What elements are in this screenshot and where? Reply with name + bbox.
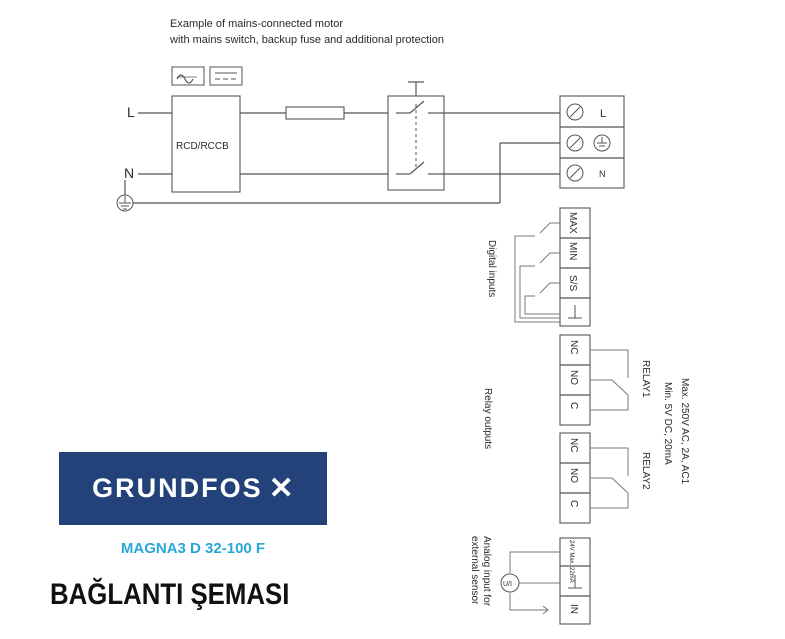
mains-switch bbox=[387, 81, 445, 191]
rcd-label: RCD/RCCB bbox=[176, 141, 229, 152]
dc-symbol-icon bbox=[209, 66, 243, 86]
rcd-box bbox=[171, 95, 241, 193]
caption-line1: Example of mains-connected motor bbox=[170, 18, 343, 30]
analog-input-label: Analog input for bbox=[481, 536, 492, 607]
relay1-block bbox=[559, 334, 629, 426]
relay1-c: C bbox=[568, 402, 579, 409]
sensor-icon bbox=[500, 573, 520, 593]
line-label-n: N bbox=[124, 165, 134, 181]
relay2-block bbox=[559, 432, 629, 524]
relay-outputs-label: Relay outputs bbox=[482, 388, 493, 449]
digital-inputs-block bbox=[559, 207, 591, 327]
analog-input-label2: external sensor bbox=[469, 536, 480, 605]
digital-input-wiring bbox=[514, 222, 560, 323]
model-name: MAGNA3 D 32-100 F bbox=[120, 540, 266, 557]
line-label-l: L bbox=[127, 104, 135, 120]
brand-mark-icon: ✕ bbox=[268, 472, 294, 505]
relay2-label: RELAY2 bbox=[640, 452, 651, 490]
terminal-max: MAX bbox=[567, 212, 578, 234]
ground-icon bbox=[116, 194, 134, 212]
terminal-label-n: N bbox=[599, 169, 606, 179]
mains-terminal-block bbox=[559, 95, 625, 189]
sensor-label: U/I bbox=[503, 581, 512, 588]
caption-line2: with mains switch, backup fuse and addit… bbox=[169, 34, 444, 46]
grundfos-logo: GRUNDFOS ✕ bbox=[59, 452, 327, 525]
page-heading: BAĞLANTI ŞEMASI bbox=[50, 578, 290, 611]
brand-name: GRUNDFOS bbox=[92, 473, 263, 503]
analog-input-block bbox=[509, 537, 591, 625]
relay1-label: RELAY1 bbox=[640, 360, 651, 398]
fuse bbox=[285, 106, 345, 120]
relay2-nc: NC bbox=[568, 438, 579, 452]
relay-rating-max: Max. 250V AC, 2A, AC1 bbox=[679, 378, 690, 485]
relay2-c: C bbox=[568, 500, 579, 507]
ground-symbol-icon bbox=[568, 305, 582, 319]
ac-symbol-icon bbox=[171, 66, 205, 86]
terminal-ss: S/S bbox=[567, 275, 578, 291]
digital-inputs-label: Digital inputs bbox=[486, 240, 497, 297]
terminal-label-l: L bbox=[600, 108, 606, 120]
relay-rating-min: Min. 5V DC, 20mA bbox=[662, 382, 673, 465]
analog-supply-label: 24V Max. 22mA bbox=[568, 540, 574, 583]
analog-in-terminal: IN bbox=[568, 604, 579, 614]
relay2-no: NO bbox=[568, 468, 579, 483]
terminal-min: MIN bbox=[567, 242, 578, 260]
relay1-nc: NC bbox=[568, 340, 579, 354]
relay1-no: NO bbox=[568, 370, 579, 385]
